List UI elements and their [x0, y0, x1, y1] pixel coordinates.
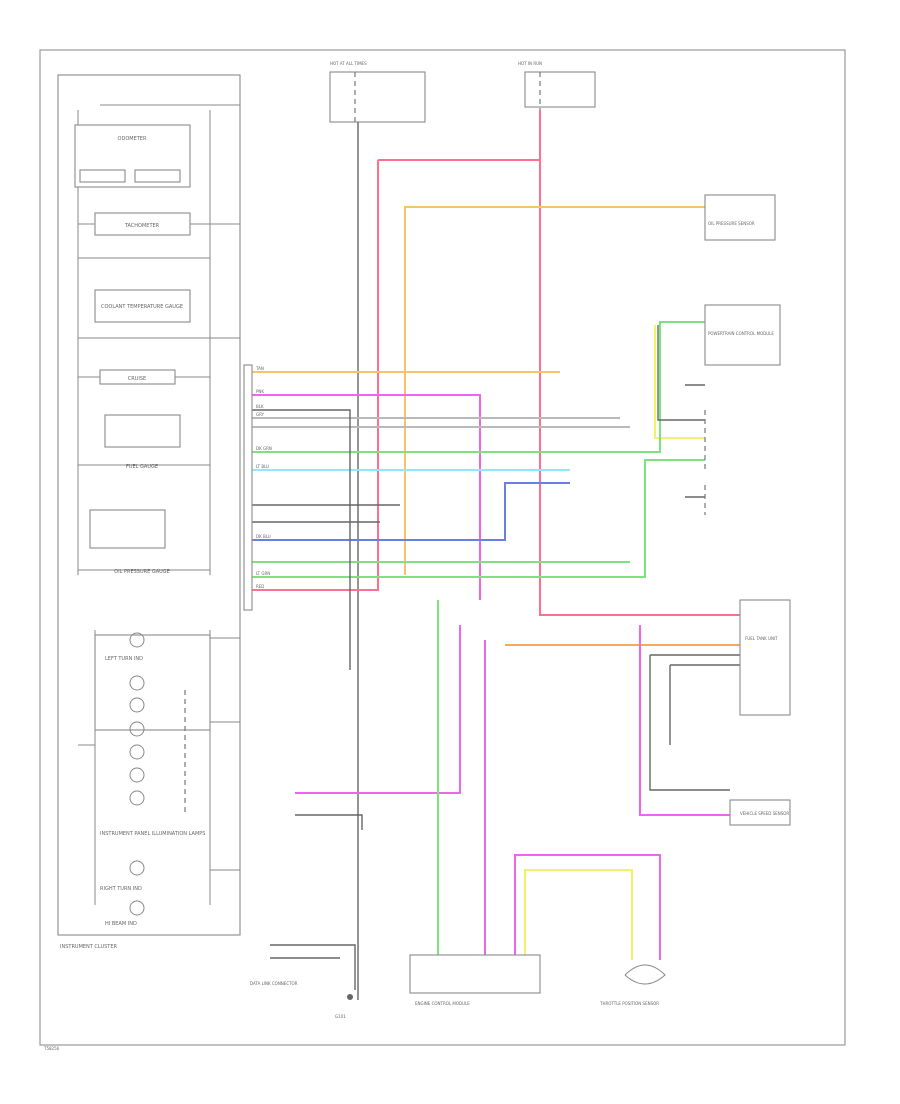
panel-lamps-label: INSTRUMENT PANEL ILLUMINATION LAMPS [100, 831, 205, 837]
right-components: OIL PRESSURE SENSOR POWERTRAIN CONTROL M… [704, 194, 791, 826]
fuse-left-title: HOT AT ALL TIMES [330, 61, 367, 66]
svg-text:RED: RED [256, 584, 264, 589]
svg-text:LT GRN: LT GRN [256, 571, 270, 576]
fuel-gauge-label: FUEL GAUGE [126, 464, 158, 470]
cruise-label: CRUISE [128, 376, 146, 382]
footer-code: T58256 [43, 1046, 60, 1051]
coolant-gauge-module [94, 289, 191, 323]
oil-gauge-label: OIL PRESSURE GAUGE [114, 569, 170, 575]
cluster-harness-connector [243, 364, 253, 611]
pcm-box [409, 954, 541, 994]
svg-text:BLK: BLK [256, 404, 264, 409]
odometer-label: ODOMETER [118, 136, 147, 142]
turn-indicator-box [94, 634, 211, 731]
tachometer-label: TACHOMETER [124, 223, 160, 229]
fuel-sender-label: FUEL TANK UNIT [745, 636, 778, 641]
lamp-bulbs [129, 632, 145, 916]
svg-text:TAN: TAN [255, 366, 264, 371]
throttle-label: THROTTLE POSITION SENSOR [599, 1001, 659, 1006]
pcm-label: POWERTRAIN CONTROL MODULE [708, 331, 774, 336]
wire-code-labels: TAN PNK GRY BLK DK GRN LT BLU DK BLU LT … [255, 366, 272, 589]
cluster-outline [57, 74, 241, 936]
outer-frame [39, 49, 846, 1046]
oil-sensor-label: OIL PRESSURE SENSOR [708, 221, 755, 226]
svg-text:DK GRN: DK GRN [256, 446, 272, 451]
right-turn-label: RIGHT TURN IND [100, 886, 142, 892]
high-beam-label: HI BEAM IND [105, 921, 137, 927]
svg-text:LT BLU: LT BLU [256, 464, 269, 469]
coolant-gauge-label: COOLANT TEMPERATURE GAUGE [101, 304, 183, 310]
vss-label: VEHICLE SPEED SENSOR [740, 811, 789, 816]
svg-text:GRY: GRY [256, 412, 265, 417]
instrument-cluster: ODOMETER TACHOMETER COOLANT TEMPERATURE … [57, 74, 241, 950]
bottom-components: ENGINE CONTROL MODULE THROTTLE POSITION … [250, 814, 666, 1019]
left-turn-label: LEFT TURN IND [105, 656, 143, 662]
svg-text:DK BLU: DK BLU [256, 534, 271, 539]
ecm-label: ENGINE CONTROL MODULE [415, 1001, 470, 1006]
svg-text:PNK: PNK [256, 389, 264, 394]
instrument-cluster-label: INSTRUMENT CLUSTER [60, 944, 118, 950]
fuse-box-right: HOT IN RUN [518, 61, 596, 110]
ground-label: G101 [335, 1014, 346, 1019]
fuse-right-title: HOT IN RUN [518, 61, 542, 66]
data-link-label: DATA LINK CONNECTOR [250, 981, 298, 986]
